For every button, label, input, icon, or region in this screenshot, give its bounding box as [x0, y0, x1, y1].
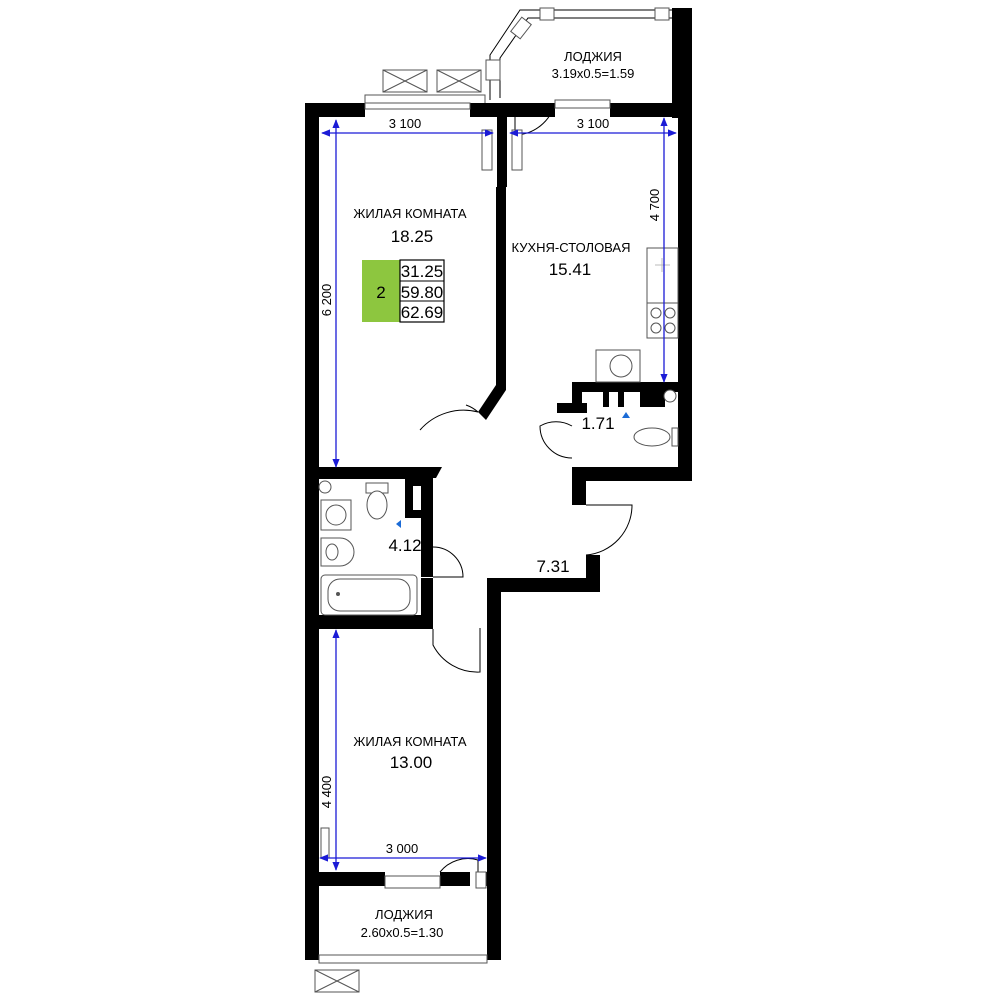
kitchen-riser — [663, 389, 677, 403]
loggia-top — [485, 7, 692, 118]
dimension-labels: 3 100 6 200 3 100 4 700 3 000 4 400 — [319, 116, 662, 856]
room2-area: 13.00 — [390, 753, 433, 772]
hall-area: 7.31 — [536, 557, 569, 576]
total-area: 59.80 — [401, 283, 444, 302]
area-table — [399, 259, 445, 323]
kitchen-area: 15.41 — [549, 260, 592, 279]
stove — [646, 302, 679, 339]
dim-room2-width: 3 000 — [386, 841, 419, 856]
loggia-top-formula: 3.19x0.5=1.59 — [552, 66, 635, 81]
rooms-count-tile — [362, 260, 400, 322]
loggia-top-frames — [485, 7, 670, 81]
fridge — [646, 247, 679, 304]
kitchen-name: КУХНЯ-СТОЛОВАЯ — [512, 240, 631, 255]
wc-fixtures — [622, 412, 679, 447]
loggia-bottom-name: ЛОДЖИЯ — [375, 907, 433, 922]
interior-walls — [305, 117, 678, 629]
bathroom-fixtures — [318, 480, 418, 616]
apartment-badge: 2 31.25 59.80 62.69 — [362, 259, 445, 323]
windows — [320, 99, 611, 889]
room1-area: 18.25 — [391, 227, 434, 246]
bathroom-area: 4.12 — [388, 536, 421, 555]
living-area: 31.25 — [401, 262, 444, 281]
toilet-wc — [633, 427, 671, 447]
dim-kitchen-width: 3 100 — [577, 116, 610, 131]
dimension-lines — [319, 117, 677, 871]
walls — [305, 103, 692, 960]
room-labels: ЖИЛАЯ КОМНАТА 18.25 КУХНЯ-СТОЛОВАЯ 15.41… — [353, 49, 634, 940]
loggia-bottom — [314, 954, 488, 993]
room2-name: ЖИЛАЯ КОМНАТА — [353, 734, 466, 749]
dim-room1-length: 6 200 — [319, 284, 334, 317]
loggia-top-name: ЛОДЖИЯ — [564, 49, 622, 64]
wc-area: 1.71 — [581, 414, 614, 433]
toilet-bath — [366, 490, 388, 520]
loggia-top-side-wall — [672, 8, 692, 118]
dim-room1-width: 3 100 — [389, 116, 422, 131]
rooms-count: 2 — [376, 283, 385, 302]
loggia-bottom-formula: 2.60x0.5=1.30 — [361, 925, 444, 940]
total-area-with-loggia: 62.69 — [401, 303, 444, 322]
balcony-frames-top — [364, 69, 486, 106]
kitchen-fixtures — [595, 247, 679, 403]
room1-name: ЖИЛАЯ КОМНАТА — [353, 206, 466, 221]
dim-kitchen-length: 4 700 — [647, 189, 662, 222]
dim-room2-length: 4 400 — [319, 776, 334, 809]
